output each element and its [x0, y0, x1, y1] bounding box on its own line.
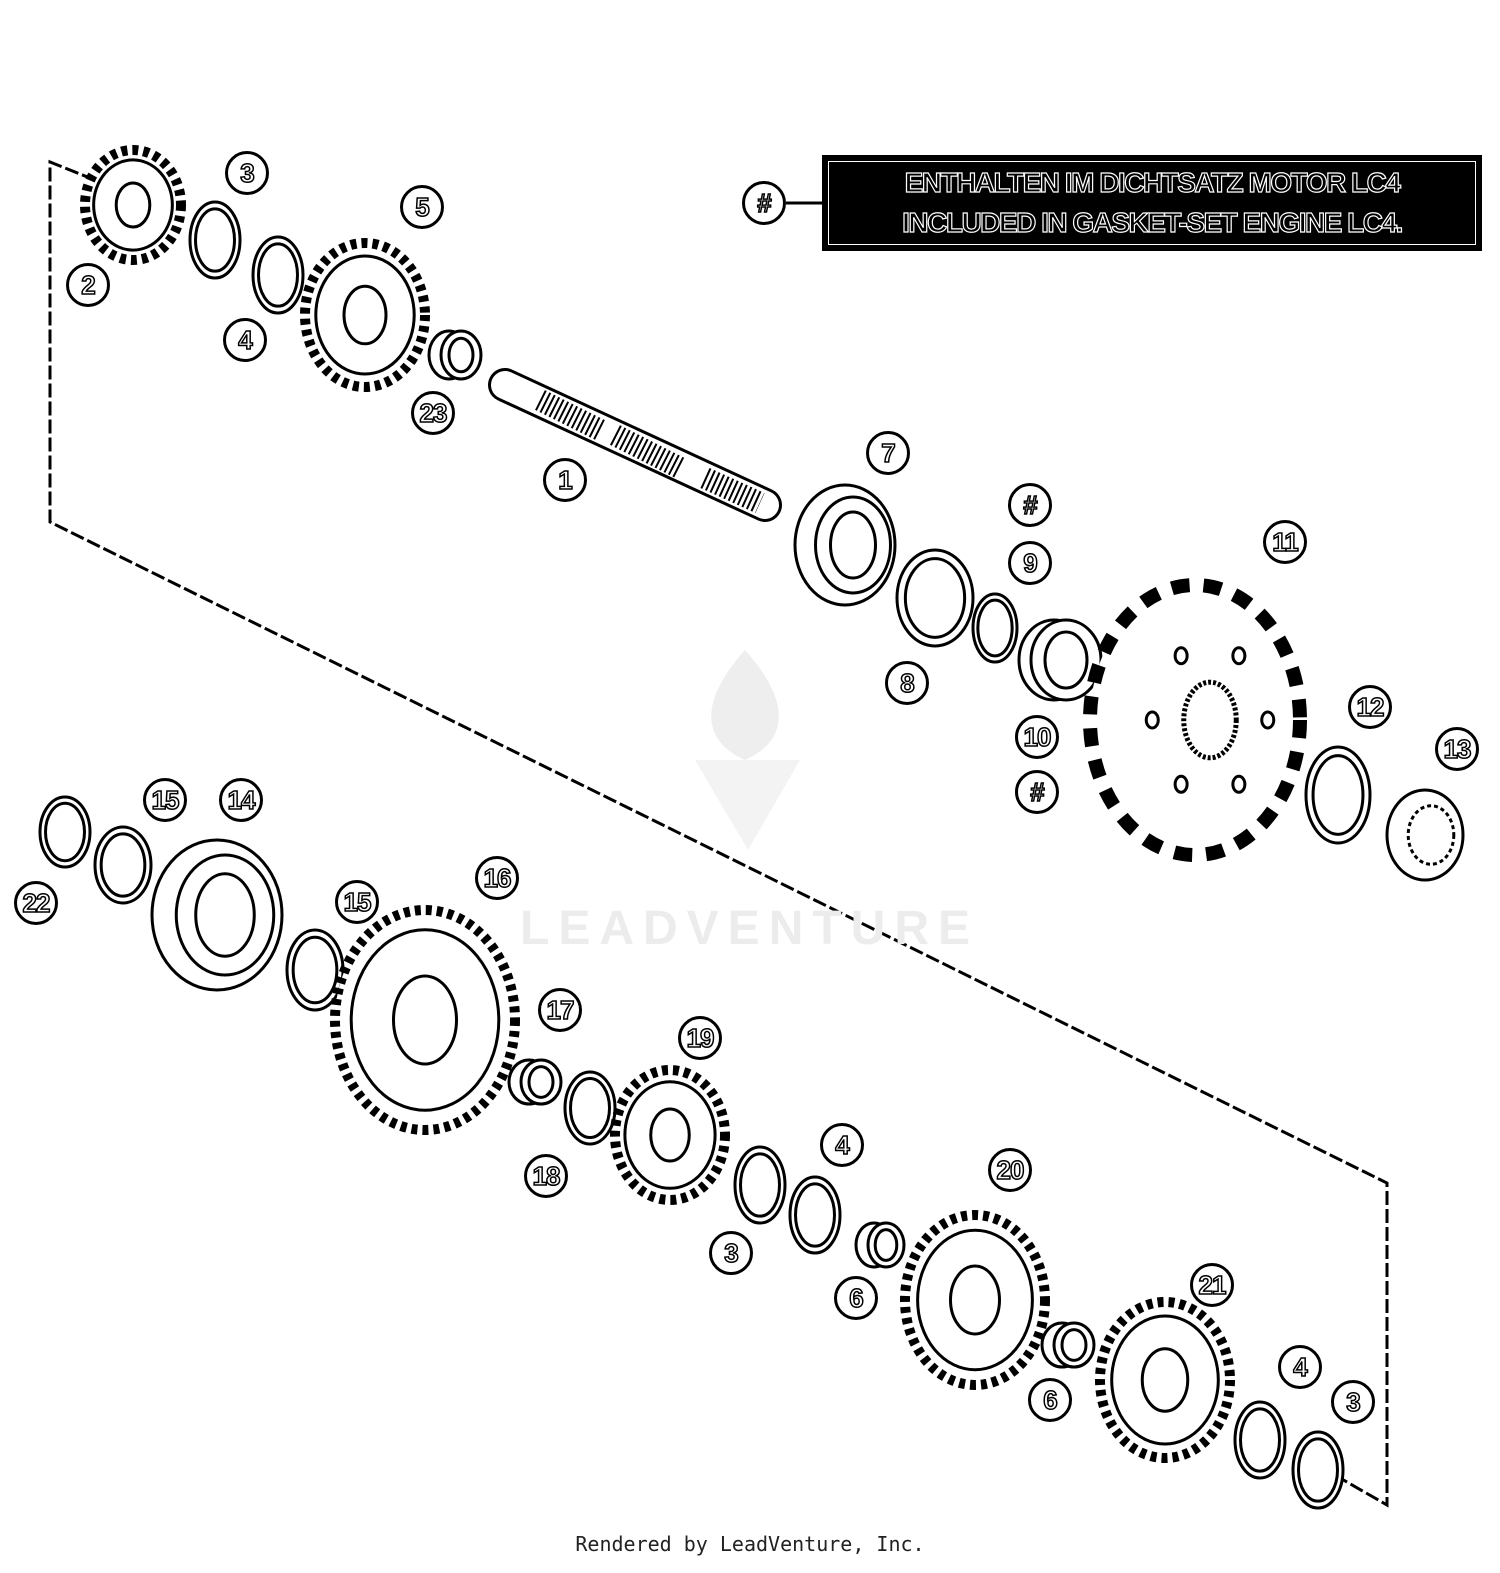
callout-part-2[interactable]: 2 — [66, 263, 110, 307]
washer-4b — [788, 1175, 842, 1255]
washer-18 — [563, 1070, 617, 1146]
gear-20 — [900, 1210, 1050, 1390]
callout-part-3[interactable]: 3 — [225, 151, 269, 195]
legend-text-german: ENTHALTEN IM DICHTSATZ MOTOR LC4 — [904, 166, 1402, 198]
circlip-22 — [38, 795, 92, 869]
washer-4c — [1233, 1400, 1287, 1480]
legend-hash-callout: # — [742, 181, 786, 225]
washer-15b — [285, 928, 345, 1012]
legend-box: ENTHALTEN IM DICHTSATZ MOTOR LC4 INCLUDE… — [822, 155, 1482, 251]
washer-3 — [188, 200, 242, 280]
callout-part-23[interactable]: 23 — [411, 391, 455, 435]
callout-part-17[interactable]: 17 — [538, 988, 582, 1032]
callout-part-13[interactable]: 13 — [1435, 727, 1479, 771]
callout-part-5[interactable]: 5 — [400, 185, 444, 229]
main-shaft-1 — [488, 368, 782, 522]
callout-part-18[interactable]: 18 — [524, 1154, 568, 1198]
callout-part-3[interactable]: 3 — [709, 1231, 753, 1275]
footer-credit: Rendered by LeadVenture, Inc. — [575, 1532, 925, 1556]
bearing-7 — [793, 483, 897, 607]
callout-part-21[interactable]: 21 — [1190, 1263, 1234, 1307]
callout-part-hash[interactable]: # — [1008, 483, 1052, 527]
callout-part-3[interactable]: 3 — [1331, 1380, 1375, 1424]
callout-part-6[interactable]: 6 — [834, 1276, 878, 1320]
bushing-17 — [507, 1058, 563, 1106]
o-ring-9 — [971, 592, 1019, 664]
bearing-14 — [150, 838, 284, 992]
circlip-3c — [1291, 1430, 1345, 1510]
washer-3b — [733, 1145, 787, 1225]
callout-part-11[interactable]: 11 — [1263, 520, 1307, 564]
callout-part-4[interactable]: 4 — [1278, 1345, 1322, 1389]
sprocket-11 — [1083, 578, 1307, 862]
legend-text-english: INCLUDED IN GASKET-SET ENGINE LC4. — [902, 206, 1404, 238]
gear-21 — [1095, 1297, 1235, 1463]
callout-part-hash[interactable]: # — [1015, 770, 1059, 814]
callout-part-15[interactable]: 15 — [335, 880, 379, 924]
callout-part-16[interactable]: 16 — [475, 856, 519, 900]
callout-part-9[interactable]: 9 — [1008, 541, 1052, 585]
callout-part-7[interactable]: 7 — [866, 431, 910, 475]
bushing-6b — [1040, 1321, 1096, 1369]
callout-part-8[interactable]: 8 — [885, 661, 929, 705]
callout-part-10[interactable]: 10 — [1015, 715, 1059, 759]
watermark-text: LEADVENTURE — [520, 902, 980, 955]
gear-5 — [300, 238, 430, 392]
assembly-frame — [48, 159, 1389, 1508]
callout-part-22[interactable]: 22 — [14, 881, 58, 925]
gear-19 — [610, 1065, 730, 1205]
spacer-10 — [1017, 618, 1103, 702]
washer-15 — [93, 825, 153, 905]
gear-2 — [80, 145, 186, 265]
bushing-6 — [854, 1221, 906, 1269]
callout-part-1[interactable]: 1 — [543, 458, 587, 502]
lock-washer-12 — [1304, 745, 1372, 845]
callout-part-19[interactable]: 19 — [678, 1016, 722, 1060]
gear-16 — [330, 905, 520, 1135]
shaft-seal-8 — [895, 548, 975, 648]
nut-13 — [1385, 788, 1465, 882]
callout-part-14[interactable]: 14 — [219, 778, 263, 822]
callout-part-4[interactable]: 4 — [820, 1123, 864, 1167]
callout-part-6[interactable]: 6 — [1028, 1378, 1072, 1422]
callout-part-20[interactable]: 20 — [988, 1148, 1032, 1192]
washer-4 — [251, 235, 305, 315]
callout-part-4[interactable]: 4 — [223, 318, 267, 362]
callout-part-12[interactable]: 12 — [1348, 685, 1392, 729]
bushing-23 — [427, 329, 483, 381]
watermark-logo — [695, 650, 800, 850]
callout-part-15[interactable]: 15 — [143, 778, 187, 822]
